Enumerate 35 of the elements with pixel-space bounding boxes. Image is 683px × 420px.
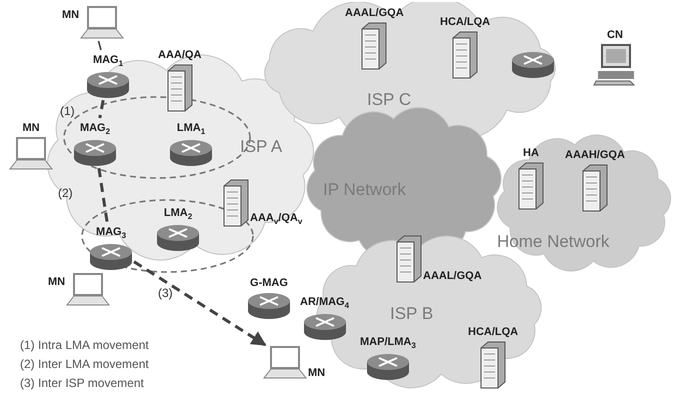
device-label: MAP/LMA$_{3}$ (360, 336, 416, 348)
edge-label: (3) (158, 286, 173, 300)
device-label: HCA/LQA (468, 326, 518, 338)
device-label: AR/MAG$_{4}$ (300, 296, 350, 308)
note-text: (1) Intra LMA movement (20, 338, 149, 352)
device-label: AAA$_{v}$/QA$_{v}$ (250, 212, 302, 224)
device-label: HCA/LQA (440, 16, 490, 28)
device-label: MN (62, 9, 80, 21)
connector-line (98, 40, 102, 50)
dashed-arrow (133, 260, 266, 346)
cloud-label: Home Network (497, 232, 610, 252)
device-label: AAAH/GQA (565, 149, 625, 161)
device-label: AAA/QA (158, 49, 202, 61)
note-text: (2) Inter LMA movement (20, 357, 149, 371)
device-label: MN (308, 367, 326, 379)
device-label: LMA$_{2}$ (164, 207, 192, 219)
device-label: MAG$_{3}$ (96, 226, 126, 238)
edge-label: (2) (58, 186, 73, 200)
device-label: CN (607, 29, 623, 41)
device-label: MN (48, 276, 66, 288)
cloud-label: ISP C (367, 90, 412, 110)
device-label: MAG$_{2}$ (80, 122, 110, 134)
note-text: (3) Inter ISP movement (20, 376, 144, 390)
device-label: MN (22, 122, 40, 134)
cloud-label: ISP A (240, 137, 282, 157)
dashed-line (98, 100, 105, 118)
device-label: LMA$_{1}$ (176, 122, 206, 134)
device-label: G-MAG (250, 277, 288, 289)
dashed-line (97, 168, 109, 222)
device-label: AAAL/GQA (423, 270, 482, 282)
device-label: HA (523, 147, 539, 159)
cloud-label: ISP B (390, 304, 434, 324)
device-label: AAAL/GQA (345, 7, 404, 19)
device-label: MAG$_{1}$ (92, 54, 124, 66)
edge-label: (1) (60, 104, 75, 118)
